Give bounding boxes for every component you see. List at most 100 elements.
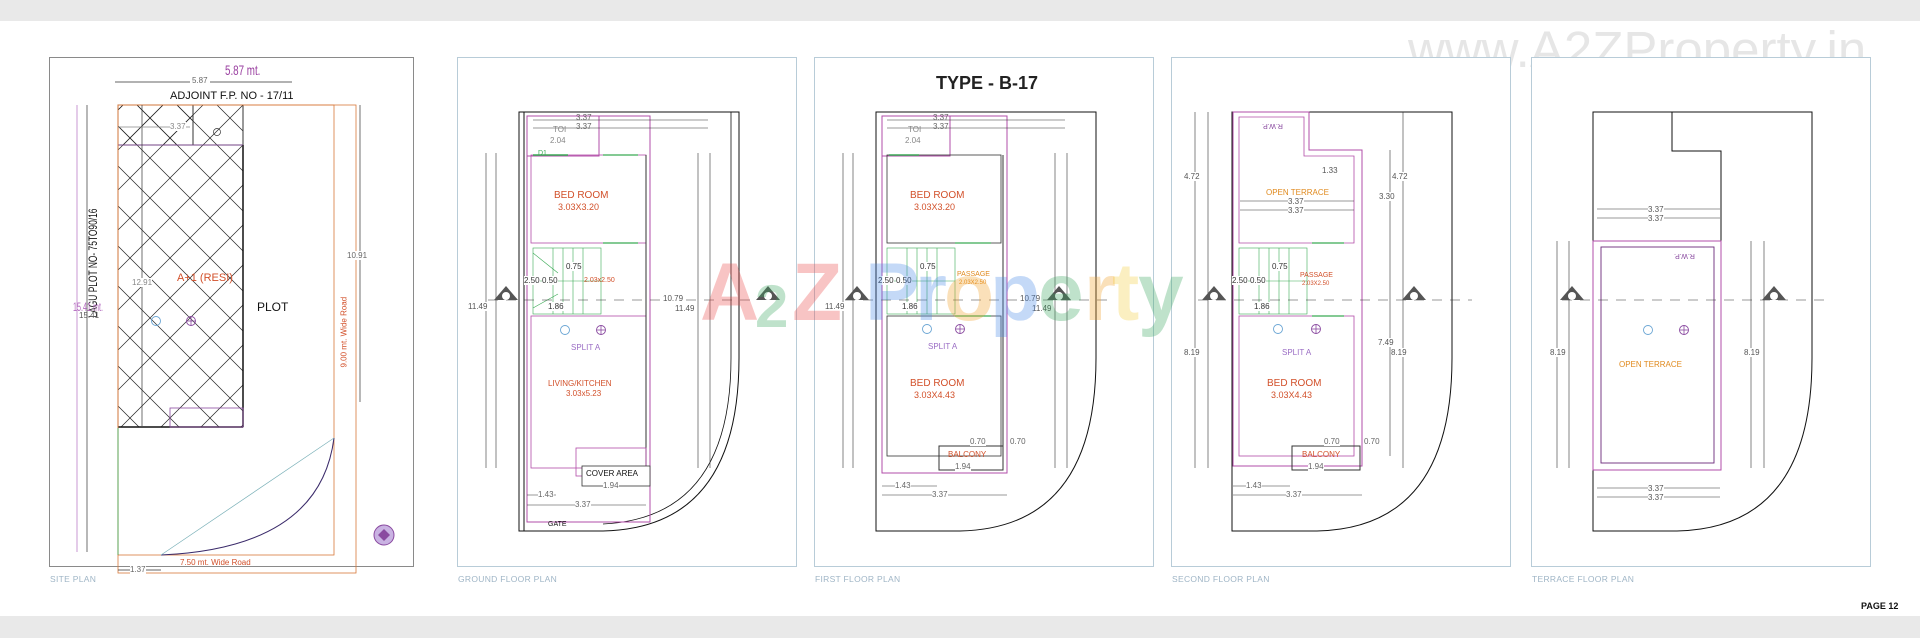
sf-stair-dim-050: 0.50 [1250, 276, 1266, 285]
section-marker-a-icon [1202, 286, 1226, 300]
sf-balcony-dim-1: 0.70 [1324, 437, 1340, 446]
site-left-dimension: 15.41 [79, 311, 100, 320]
sf-right-bottom-dim-1: 7.49 [1378, 338, 1394, 347]
section-marker-a-prime-icon [1762, 286, 1786, 300]
site-right-dimension: 10.91 [347, 251, 368, 260]
top-margin-band [0, 0, 1920, 21]
sf-terrace-dim-2: 3.37 [1288, 206, 1304, 215]
gf-door-label: D1 [538, 150, 547, 157]
sf-bottom-dim-1: 1.43 [1246, 481, 1262, 490]
sf-stair-dim-075: 0.75 [1272, 262, 1288, 271]
ff-toilet-dim: 2.04 [905, 136, 921, 145]
gf-top-dim-2: 3.37 [576, 122, 592, 131]
gf-top-dim-1: 3.37 [576, 113, 592, 122]
sf-room-name: BED ROOM [1267, 378, 1322, 389]
ff-stair-dim-050: 0.50 [896, 276, 912, 285]
ff-room2-name: BED ROOM [910, 378, 965, 389]
bottom-road-label: 7.50 mt. Wide Road [180, 558, 251, 567]
gf-room2-name: LIVING/KITCHEN [548, 379, 612, 388]
gf-cover-dim: 1.94 [603, 481, 619, 490]
gf-right-dim-1: 10.79 [663, 294, 684, 303]
sf-bottom-dim-2: 3.37 [1286, 490, 1302, 499]
sf-passage-label: PASSAGE [1300, 272, 1333, 279]
ff-bottom-dim-1: 1.43 [895, 481, 911, 490]
site-top-dimension: 5.87 [190, 76, 210, 85]
sf-split-label: SPLIT A [1282, 348, 1312, 357]
sf-stair-dim-250: 2.50 [1232, 276, 1248, 285]
tf-top-dim-1: 3.37 [1648, 205, 1664, 214]
section-marker-a-icon [1560, 286, 1584, 300]
section-marker-a-prime-icon [756, 286, 780, 300]
plot-label: PLOT [257, 300, 289, 314]
gf-stair-dim-186: 1.86 [548, 302, 564, 311]
gf-room1-size: 3.03X3.20 [558, 202, 600, 212]
building-label: A+1 (RESI) [177, 272, 233, 284]
gf-left-dim: 11.49 [468, 302, 488, 311]
gf-stair-dim-050: 0.50 [542, 276, 558, 285]
ff-stair-dim-250: 2.50 [878, 276, 894, 285]
site-top-dimension-label: 5.87 mt. [225, 62, 261, 78]
ff-bottom-dim-2: 3.37 [932, 490, 948, 499]
gf-cover-area-label: COVER AREA [586, 469, 639, 478]
ff-balcony-dim-1: 0.70 [970, 437, 986, 446]
ff-room2-size: 3.03X4.43 [914, 390, 956, 400]
tf-right-dim: 8.19 [1744, 348, 1760, 357]
site-plan-caption: SITE PLAN [50, 574, 97, 584]
ff-right-dim-2: 11.49 [1032, 304, 1052, 313]
sf-terrace-dim-1: 3.37 [1288, 197, 1304, 206]
gf-toilet-dim: 2.04 [550, 136, 566, 145]
site-top-inner-dimension: 3.37 [170, 122, 186, 131]
first-floor-frame: 3.37 3.37 TOI 2.04 BED ROOM 3.03X3.20 PA… [814, 57, 1154, 567]
second-floor-frame: R.W.P. 4.72 4.72 3.30 1.33 OPEN TERRACE … [1171, 57, 1511, 567]
tf-bottom-dim-1: 3.37 [1648, 484, 1664, 493]
ff-stair-dim-186: 1.86 [902, 302, 918, 311]
section-marker-a-prime-icon [1047, 286, 1071, 300]
sf-left-top-dim: 4.72 [1184, 172, 1200, 181]
ff-room1-size: 3.03X3.20 [914, 202, 956, 212]
site-plan-drawing [76, 81, 395, 574]
site-inner-dimension: 12.91 [132, 278, 153, 287]
adjoint-label: ADJOINT F.P. NO - 17/11 [170, 90, 294, 102]
site-bottom-dimension: 1.37 [130, 565, 146, 574]
sf-room-size: 3.03X4.43 [1271, 390, 1313, 400]
sf-balcony-label: BALCONY [1302, 450, 1341, 459]
bottom-margin-band [0, 616, 1920, 638]
ff-balcony-dim-2: 0.70 [1010, 437, 1026, 446]
sf-right-bottom-dim-2: 8.19 [1391, 348, 1407, 357]
gf-room1-name: BED ROOM [554, 190, 609, 201]
ff-balcony-label: BALCONY [948, 450, 987, 459]
ground-floor-caption: GROUND FLOOR PLAN [458, 574, 558, 584]
gf-toilet-label: TOI [553, 125, 567, 134]
tf-terrace-label: OPEN TERRACE [1619, 360, 1682, 369]
ff-top-dim-2: 3.37 [933, 122, 949, 131]
sf-terrace-dim-133: 1.33 [1322, 166, 1338, 175]
gf-split-label: SPLIT A [571, 343, 601, 352]
sf-balcony-dim-2: 0.70 [1364, 437, 1380, 446]
gf-room2-size: 3.03x5.23 [566, 389, 602, 398]
ff-room1-name: BED ROOM [910, 190, 965, 201]
ff-passage-size: 2.03X2.50 [959, 280, 987, 286]
gf-stair-dim-075: 0.75 [566, 262, 582, 271]
gf-right-dim-2: 11.49 [675, 304, 695, 313]
ff-passage-label: PASSAGE [957, 271, 990, 278]
first-floor-caption: FIRST FLOOR PLAN [815, 574, 901, 584]
tf-top-dim-2: 3.37 [1648, 214, 1664, 223]
second-floor-caption: SECOND FLOOR PLAN [1172, 574, 1270, 584]
sf-right-top-dim-2: 3.30 [1379, 192, 1395, 201]
first-floor-drawing [842, 111, 1115, 532]
section-marker-a-icon [845, 286, 869, 300]
ff-balcony-dim-3: 1.94 [955, 462, 971, 471]
ff-left-dim: 11.49 [825, 302, 845, 311]
site-left-dimension-label: 15.41 mt. [73, 300, 104, 314]
site-plan-frame: 5.87 mt. 5.87 ADJOINT F.P. NO - 17/11 LA… [49, 57, 414, 574]
sf-rwp-label: R.W.P. [1262, 122, 1283, 129]
sf-right-top-dim-1: 4.72 [1392, 172, 1408, 181]
north-compass-icon [373, 524, 395, 546]
sf-passage-size: 2.03X2.50 [1302, 281, 1330, 287]
terrace-floor-caption: TERRACE FLOOR PLAN [1532, 574, 1635, 584]
section-marker-a-icon [494, 286, 518, 300]
terrace-floor-frame: 3.37 3.37 R.W.P. 8.19 8.19 OPEN TERRACE … [1531, 57, 1871, 567]
tf-bottom-dim-2: 3.37 [1648, 493, 1664, 502]
sf-left-bottom-dim: 8.19 [1184, 348, 1200, 357]
ff-top-dim-1: 3.37 [933, 113, 949, 122]
